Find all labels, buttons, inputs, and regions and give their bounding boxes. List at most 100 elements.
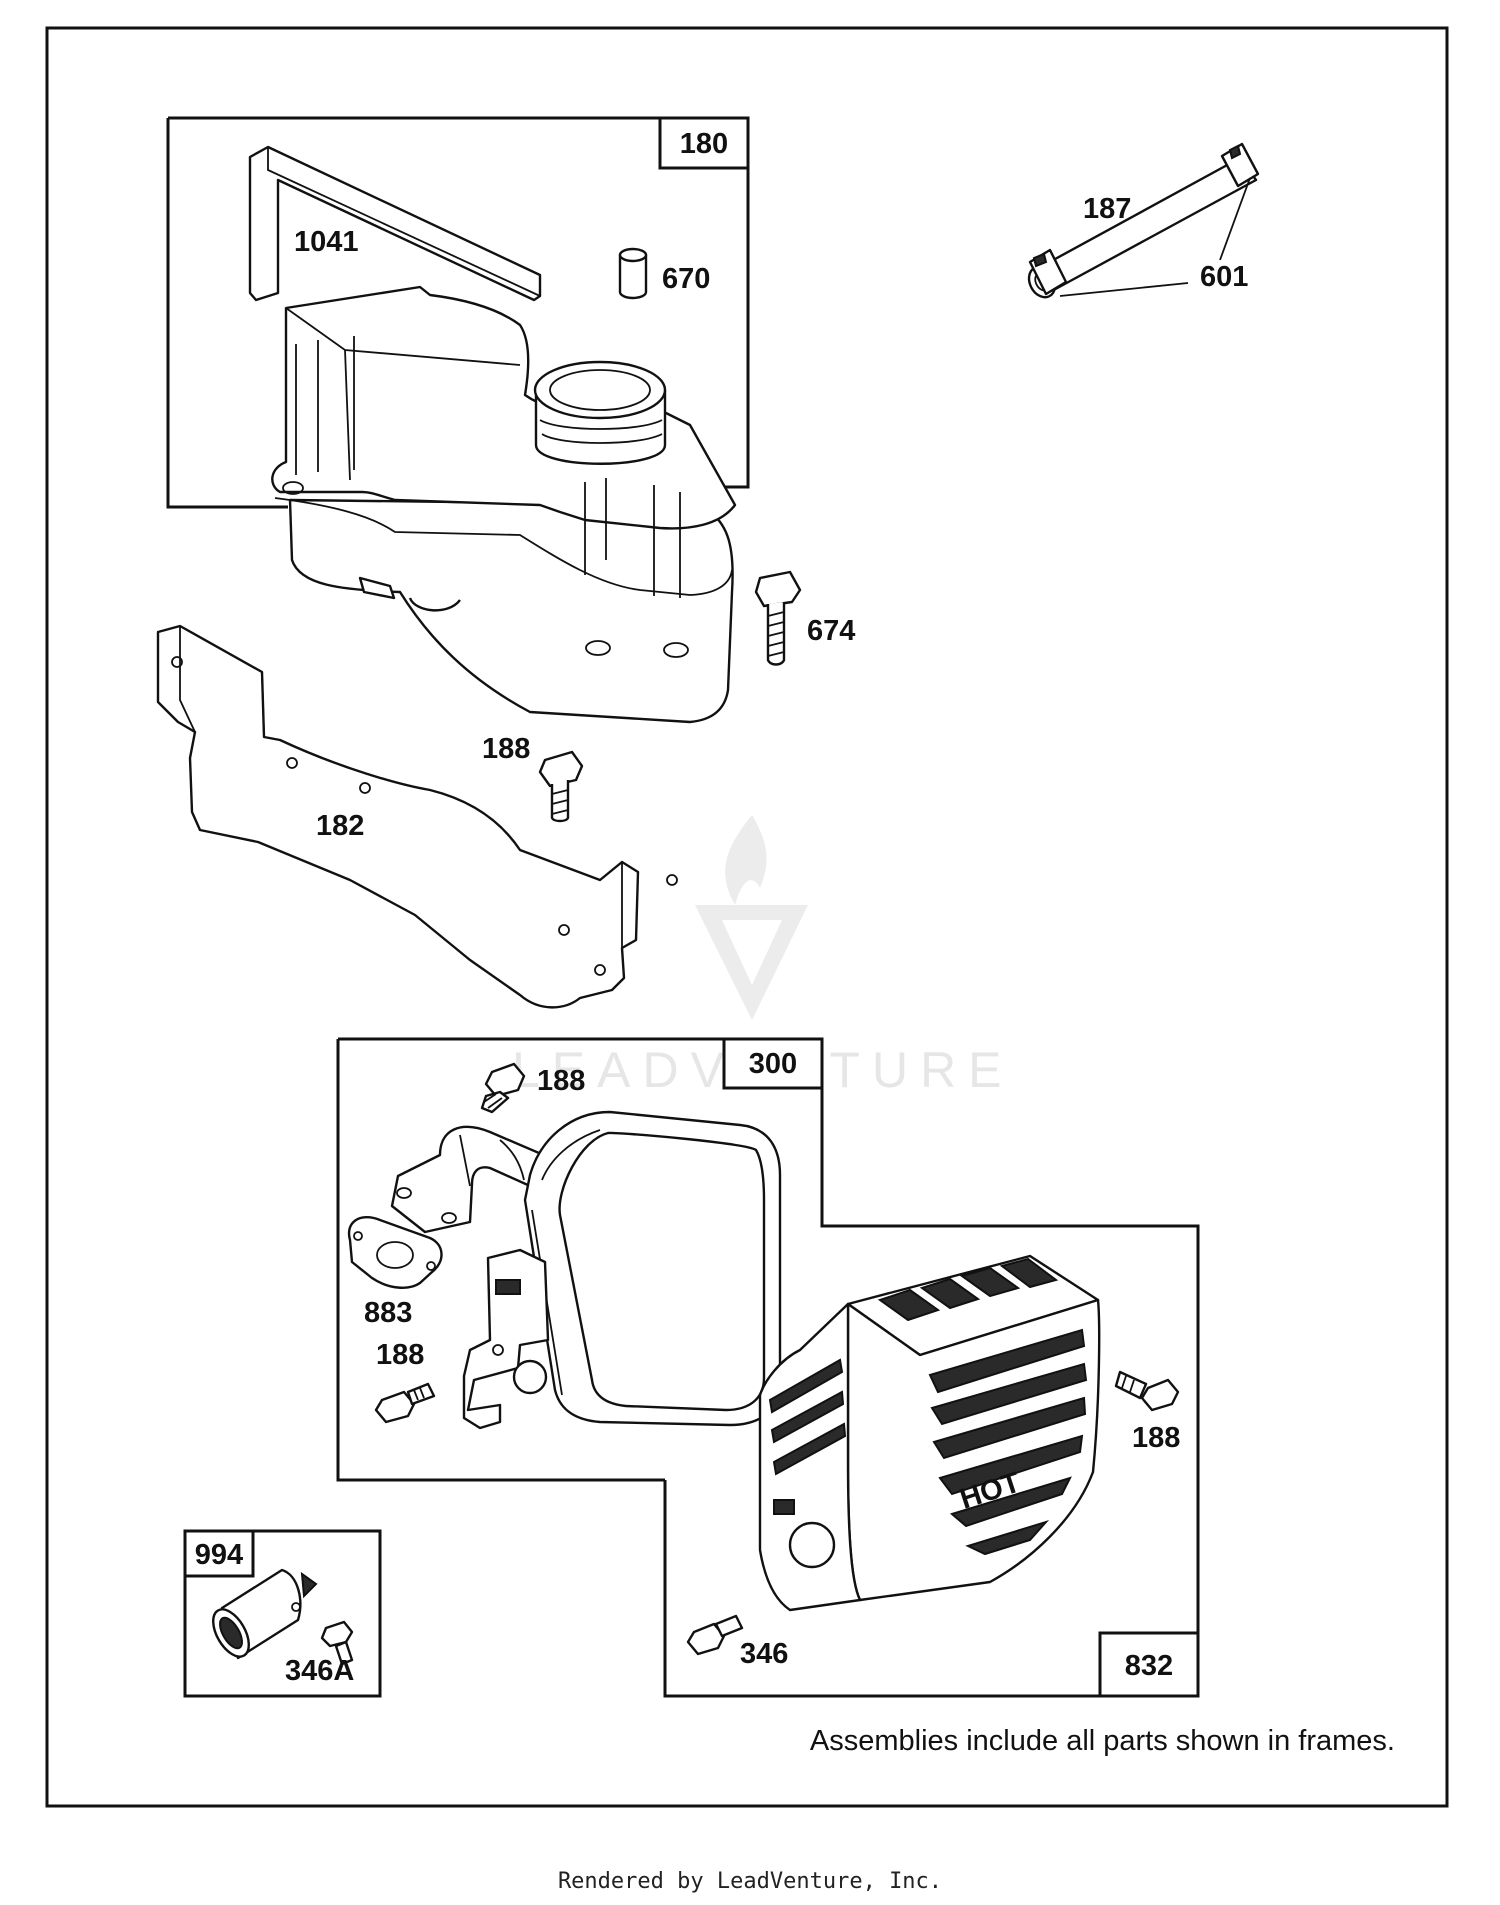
frame-994-kit: 994 346A — [183, 1529, 382, 1698]
fuel-tank-top-edge — [285, 307, 521, 481]
frame-180-fuel-tank: 180 1041 670 — [166, 116, 750, 724]
vent-slot — [965, 1519, 1050, 1556]
screw-346 — [686, 1614, 744, 1656]
label-346: 346 — [740, 1638, 788, 1670]
vent-slot — [930, 1362, 1088, 1426]
label-346a: 346A — [285, 1655, 354, 1687]
bolt-188-left — [374, 1382, 436, 1424]
strap-1041 — [248, 145, 542, 302]
vent-slot — [919, 1277, 981, 1310]
frame-994-outline — [183, 1529, 382, 1698]
label-670: 670 — [662, 263, 710, 295]
bolt-188-top — [480, 1062, 526, 1114]
frame-180-outline — [166, 116, 750, 509]
label-188-right: 188 — [1132, 1422, 1180, 1454]
frame-832-tag — [1098, 1631, 1200, 1698]
spark-arrestor-bore — [219, 1616, 243, 1650]
frame-994-number: 994 — [195, 1539, 243, 1571]
bolt-188-right — [1114, 1370, 1180, 1412]
bolt-thread — [413, 1387, 425, 1401]
bolt-head — [1140, 1378, 1180, 1412]
muffler-deflector — [512, 1359, 548, 1395]
bracket-hole — [492, 1344, 504, 1356]
vent-slot — [928, 1328, 1086, 1394]
bolt-thread — [1121, 1375, 1135, 1393]
frame-832-guard: 832 HOT — [663, 1224, 1200, 1698]
bolt-shank — [406, 1382, 436, 1406]
label-187: 187 — [1083, 193, 1131, 225]
bolt-188-thread — [551, 789, 569, 815]
frame-300-tag — [722, 1037, 824, 1090]
outer-border — [45, 26, 1449, 1808]
screw-shank — [334, 1640, 354, 1666]
bracket-182: 182 — [156, 624, 678, 1009]
label-1041: 1041 — [294, 226, 359, 258]
screw-head — [686, 1622, 726, 1656]
vent-slot — [938, 1434, 1084, 1496]
vent-slot — [770, 1390, 845, 1444]
frame-180-number: 180 — [680, 128, 728, 160]
frame-180-tag — [658, 116, 750, 170]
bolt-shank — [1114, 1370, 1148, 1400]
bolt-188-head — [538, 750, 584, 788]
vent-slot — [768, 1358, 844, 1414]
guard-side-slot — [773, 1499, 795, 1515]
frame-994-tag — [183, 1529, 255, 1578]
fuel-filler-opening — [549, 369, 651, 411]
bolt-head — [484, 1062, 526, 1098]
fuel-tank-seam — [274, 497, 733, 596]
bolt-674: 674 — [754, 570, 855, 666]
bolt-674-thread — [767, 611, 785, 657]
fuel-line-187: 187 601 — [1027, 142, 1260, 299]
bracket-clip — [495, 1279, 521, 1295]
leader-601-b — [1219, 177, 1251, 261]
tank-mount-hole — [663, 642, 689, 658]
fuel-tank-ribs — [295, 336, 681, 598]
screw-head — [320, 1620, 354, 1648]
tank-mount-hole — [585, 640, 611, 656]
clamp-tab — [1228, 144, 1242, 160]
fuel-filler-thread — [539, 419, 663, 444]
bracket-hole — [286, 757, 298, 769]
tank-mount-hole — [282, 481, 304, 495]
exhaust-flange-hole — [396, 1187, 412, 1199]
bolt-188-tank: 188 — [482, 733, 584, 823]
frame-300-muffler: 300 188 883 188 — [336, 1037, 828, 1482]
bracket-hole — [359, 782, 371, 794]
assembly-note: Assemblies include all parts shown in fr… — [810, 1725, 1395, 1757]
footer-credit: Rendered by LeadVenture, Inc. — [558, 1869, 942, 1894]
side-vent-slots — [768, 1358, 847, 1569]
exhaust-pipe-contour — [459, 1134, 525, 1187]
bolt-674-head — [754, 570, 802, 608]
frame-300-number: 300 — [749, 1048, 797, 1080]
spacer-670-top — [618, 247, 648, 263]
bracket-182-bend — [179, 626, 623, 948]
face-vent-slots — [928, 1328, 1088, 1556]
vent-slot — [772, 1422, 847, 1476]
label-601: 601 — [1200, 261, 1248, 293]
label-182: 182 — [316, 810, 364, 842]
spark-arrestor-tab — [300, 1571, 318, 1599]
leader-601-a — [1059, 282, 1189, 297]
bracket-hole — [558, 924, 570, 936]
spark-arrestor-hole — [291, 1602, 301, 1612]
fuel-tank-lower-shell — [288, 498, 734, 724]
spacer-670 — [618, 253, 648, 300]
vent-slot — [959, 1266, 1021, 1298]
fuel-filler-ring — [533, 360, 667, 420]
strap-1041-edge — [267, 147, 541, 297]
muffler-face — [558, 1131, 766, 1412]
exhaust-pipe — [390, 1125, 562, 1234]
bracket-hole — [666, 874, 678, 886]
bolt-head — [374, 1390, 416, 1424]
flame-logo-icon — [725, 815, 767, 905]
bracket-hole — [594, 964, 606, 976]
label-188-left: 188 — [376, 1339, 424, 1371]
vent-slot — [999, 1257, 1059, 1289]
label-188-tank: 188 — [482, 733, 530, 765]
gasket-opening — [376, 1241, 414, 1269]
frame-832-number: 832 — [1125, 1650, 1173, 1682]
fuel-outlet — [358, 576, 396, 600]
exhaust-flange-hole — [441, 1212, 457, 1224]
gasket-bolt-hole — [426, 1261, 436, 1271]
